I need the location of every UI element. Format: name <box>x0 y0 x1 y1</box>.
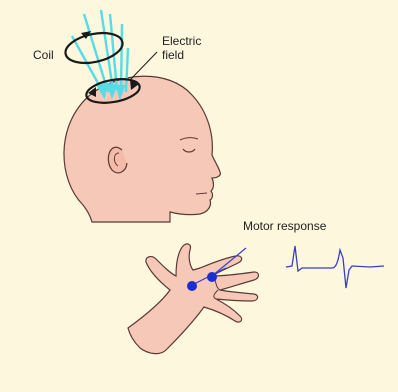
electric-field-label: Electric field <box>162 34 201 62</box>
electric-field-label-line1: Electric <box>162 34 201 48</box>
hand-illustration <box>128 244 259 354</box>
motor-response-label: Motor response <box>243 219 326 233</box>
emg-trace <box>286 246 384 288</box>
hand-outline <box>128 244 259 354</box>
electric-field-label-line2: field <box>162 48 201 62</box>
coil-label: Coil <box>33 48 54 62</box>
